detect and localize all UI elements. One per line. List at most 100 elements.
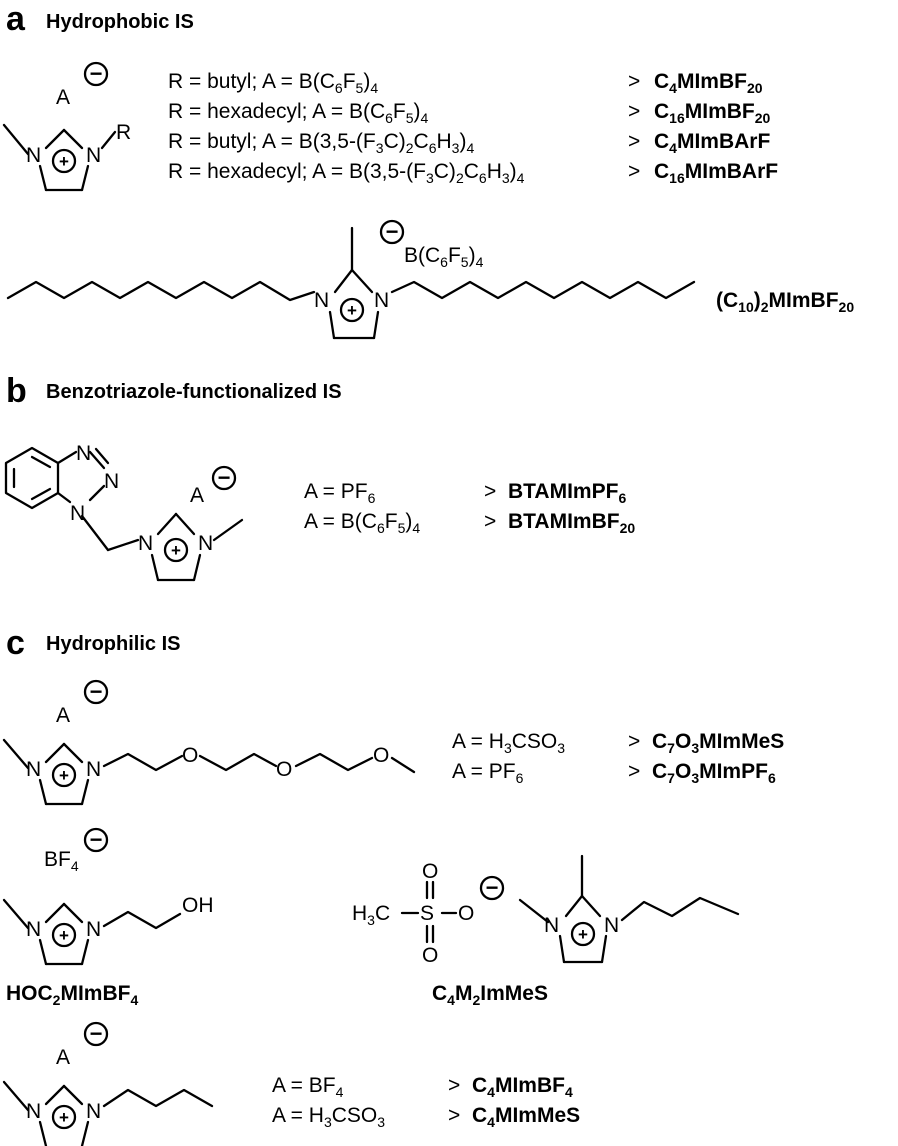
minus-sign: − xyxy=(90,679,103,704)
product-name-c4mimbarf: C4MImBArF xyxy=(654,130,770,156)
section-c-conditions-1: A = H3CSO3 A = PF6 > > C7O3MImMeS C7O3MI… xyxy=(452,730,784,786)
section-a-title: Hydrophobic IS xyxy=(46,11,194,33)
condition-row-2: A = B(C6F5)4 xyxy=(304,510,420,536)
product-name-btamimpf6: BTAMImPF6 xyxy=(508,480,626,506)
nitrogen-atom-label: N xyxy=(86,758,101,781)
arrow-symbol: > xyxy=(628,760,640,783)
condition-row-4: R = hexadecyl; A = B(3,5-(F3C)2C6H3)4 xyxy=(168,160,525,186)
section-b-letter: b xyxy=(6,372,27,410)
product-name-c16mimbarf: C16MImBArF xyxy=(654,160,778,186)
negative-charge-icon xyxy=(83,679,109,705)
arrow-symbol: > xyxy=(448,1104,460,1127)
sulfur-atom-label: S xyxy=(420,902,434,925)
imidazolium-cation-a: N N R + A − xyxy=(2,61,131,192)
arrow-symbol: > xyxy=(628,160,640,183)
nitrogen-atom-label: N xyxy=(76,442,91,465)
product-name-c4m2immes: C4M2ImMeS xyxy=(432,982,548,1008)
product-name-btamimbf20: BTAMImBF20 xyxy=(508,510,635,536)
arrow-symbol: > xyxy=(484,510,496,533)
negative-charge-icon xyxy=(379,219,405,245)
nitrogen-atom-label: N xyxy=(26,1100,41,1123)
nitrogen-atom-label: N xyxy=(544,914,559,937)
plus-sign: + xyxy=(578,925,588,944)
minus-sign: − xyxy=(386,219,399,244)
arrow-symbol: > xyxy=(628,730,640,753)
nitrogen-atom-label: N xyxy=(26,144,41,167)
positive-charge-icon xyxy=(51,762,77,788)
section-b-title: Benzotriazole-functionalized IS xyxy=(46,381,342,403)
positive-charge-icon xyxy=(51,148,77,174)
nitrogen-atom-label: N xyxy=(26,918,41,941)
anion-bf4-label: BF4 xyxy=(44,848,79,874)
section-c-conditions-2: A = BF4 A = H3CSO3 > > C4MImBF4 C4MImMeS xyxy=(272,1074,580,1130)
methyl-group-label: H3C xyxy=(352,902,390,928)
oxygen-atom-label: O xyxy=(458,902,474,925)
nitrogen-atom-label: N xyxy=(86,144,101,167)
positive-charge-icon xyxy=(51,1104,77,1130)
nitrogen-atom-label: N xyxy=(104,470,119,493)
nitrogen-atom-label: N xyxy=(26,758,41,781)
product-name-c4mimmes: C4MImMeS xyxy=(472,1104,580,1130)
product-name-c7o3mimmes: C7O3MImMeS xyxy=(652,730,784,756)
oxygen-atom-label: O xyxy=(276,758,292,781)
anion-a-label: A xyxy=(56,86,70,109)
nitrogen-atom-label: N xyxy=(86,1100,101,1123)
product-name-c7o3mimpf6: C7O3MImPF6 xyxy=(652,760,776,786)
anion-a-label: A xyxy=(190,484,204,507)
section-a-conditions: R = butyl; A = B(C6F5)4 R = hexadecyl; A… xyxy=(168,70,525,186)
positive-charge-icon xyxy=(163,537,189,563)
oxygen-atom-label: O xyxy=(182,744,198,767)
c4m2im-cation-structure: N N + C4M2ImMeS xyxy=(432,854,740,1008)
hydroxyl-label: OH xyxy=(182,894,214,917)
condition-row-2: R = hexadecyl; A = B(C6F5)4 xyxy=(168,100,429,126)
benzotriazole-structure: N N N xyxy=(4,442,140,552)
condition-row-2: A = H3CSO3 xyxy=(272,1104,385,1130)
condition-row-1: A = H3CSO3 xyxy=(452,730,565,756)
condition-row-1: A = PF6 xyxy=(304,480,376,506)
arrow-symbol: > xyxy=(484,480,496,503)
anion-a-label: A xyxy=(56,1046,70,1069)
butyl-imidazolium-structure: N N + A − xyxy=(2,1021,214,1146)
product-name-hoc2mimbf4: HOC2MImBF4 xyxy=(6,982,138,1008)
plus-sign: + xyxy=(59,152,69,171)
oxygen-atom-label: O xyxy=(422,860,438,883)
condition-row-1: A = BF4 xyxy=(272,1074,344,1100)
anion-a-label: A xyxy=(56,704,70,727)
minus-sign: − xyxy=(90,61,103,86)
condition-row-2: A = PF6 xyxy=(452,760,524,786)
nitrogen-atom-label: N xyxy=(86,918,101,941)
negative-charge-icon xyxy=(479,875,505,901)
section-c-title: Hydrophilic IS xyxy=(46,633,180,655)
nitrogen-atom-label: N xyxy=(374,289,389,312)
minus-sign: − xyxy=(90,827,103,852)
product-name-c10-2mimbf20: (C10)2MImBF20 xyxy=(716,289,854,315)
nitrogen-atom-label: N xyxy=(604,914,619,937)
section-a-products: > > > > C4MImBF20 C16MImBF20 C4MImBArF C… xyxy=(628,70,778,186)
plus-sign: + xyxy=(59,1108,69,1127)
condition-row-3: R = butyl; A = B(3,5-(F3C)2C6H3)4 xyxy=(168,130,474,156)
nitrogen-atom-label: N xyxy=(138,532,153,555)
section-b-conditions: A = PF6 A = B(C6F5)4 > > BTAMImPF6 BTAMI… xyxy=(304,480,635,536)
minus-sign: − xyxy=(218,465,231,490)
plus-sign: + xyxy=(347,301,357,320)
minus-sign: − xyxy=(90,1021,103,1046)
condition-row-1: R = butyl; A = B(C6F5)4 xyxy=(168,70,378,96)
nitrogen-atom-label: N xyxy=(70,502,85,525)
negative-charge-icon xyxy=(83,61,109,87)
positive-charge-icon xyxy=(51,922,77,948)
nitrogen-atom-label: N xyxy=(314,289,329,312)
negative-charge-icon xyxy=(211,465,237,491)
imidazolium-cation-b: N N + A − xyxy=(138,465,244,582)
anion-formula: B(C6F5)4 xyxy=(404,244,484,270)
oxygen-atom-label: O xyxy=(422,944,438,967)
arrow-symbol: > xyxy=(628,130,640,153)
arrow-symbol: > xyxy=(448,1074,460,1097)
section-a: a Hydrophobic IS N N R + A − R = butyl; … xyxy=(2,0,854,340)
positive-charge-icon xyxy=(339,297,365,323)
substituent-r-label: R xyxy=(116,121,131,144)
product-name-c4mimbf4: C4MImBF4 xyxy=(472,1074,573,1100)
negative-charge-icon xyxy=(83,1021,109,1047)
product-name-c16mimbf20: C16MImBF20 xyxy=(654,100,771,126)
plus-sign: + xyxy=(59,926,69,945)
